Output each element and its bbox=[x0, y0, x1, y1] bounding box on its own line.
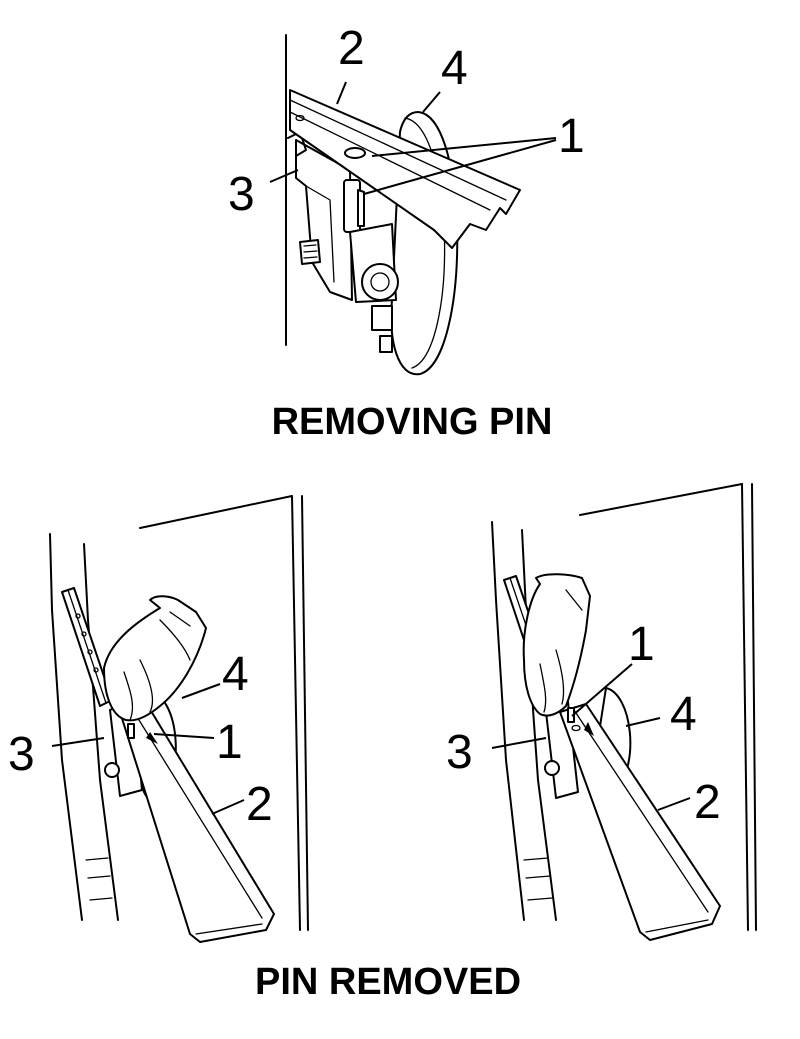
callout-4: 4 bbox=[441, 42, 468, 95]
leader-1 bbox=[153, 733, 215, 739]
housing-side bbox=[291, 495, 301, 931]
callout-4: 4 bbox=[670, 688, 697, 741]
pin bbox=[357, 189, 365, 227]
pin-removed-right-illustration: 1 4 2 3 bbox=[446, 483, 757, 941]
caption-pin-removed: PIN REMOVED bbox=[255, 961, 521, 1003]
callout-2: 2 bbox=[338, 22, 365, 75]
mount-bracket bbox=[287, 131, 399, 353]
leader-3 bbox=[269, 169, 299, 183]
gloved-hand bbox=[522, 573, 591, 717]
wall-outer bbox=[491, 521, 525, 921]
leader-2 bbox=[657, 797, 691, 811]
callout-1: 1 bbox=[628, 618, 655, 671]
callout-1: 1 bbox=[558, 110, 585, 163]
leader-4 bbox=[181, 683, 221, 699]
leader-2 bbox=[336, 81, 347, 105]
leader-1b bbox=[363, 139, 557, 195]
leader-3 bbox=[491, 737, 547, 749]
leader-1a bbox=[371, 137, 557, 157]
caption-removing-pin: REMOVING PIN bbox=[272, 401, 553, 443]
housing-top bbox=[139, 495, 293, 529]
pin bbox=[127, 723, 135, 739]
callout-1: 1 bbox=[216, 716, 243, 769]
callout-4: 4 bbox=[222, 648, 249, 701]
callout-2: 2 bbox=[694, 776, 721, 829]
callout-2: 2 bbox=[246, 778, 273, 831]
pin-removed-left-illustration: 4 1 2 3 bbox=[8, 495, 309, 943]
callout-3: 3 bbox=[228, 168, 255, 221]
leader-1 bbox=[571, 663, 633, 717]
housing-side bbox=[741, 483, 749, 931]
removing-pin-illustration: 2 4 1 3 bbox=[228, 22, 585, 376]
housing-top bbox=[579, 483, 743, 516]
leader-4 bbox=[625, 717, 661, 727]
direction-arrow bbox=[584, 722, 594, 736]
knife-blade bbox=[289, 89, 521, 249]
housing-side-inner bbox=[301, 495, 309, 931]
housing-side-inner bbox=[751, 483, 757, 931]
callout-3: 3 bbox=[446, 726, 473, 779]
leader-4 bbox=[422, 91, 441, 113]
leader-3 bbox=[51, 737, 105, 747]
leader-2 bbox=[211, 799, 245, 815]
wall-outer bbox=[49, 533, 83, 921]
callout-3: 3 bbox=[8, 728, 35, 781]
gloved-hand bbox=[103, 595, 207, 722]
direction-arrow bbox=[146, 732, 158, 744]
